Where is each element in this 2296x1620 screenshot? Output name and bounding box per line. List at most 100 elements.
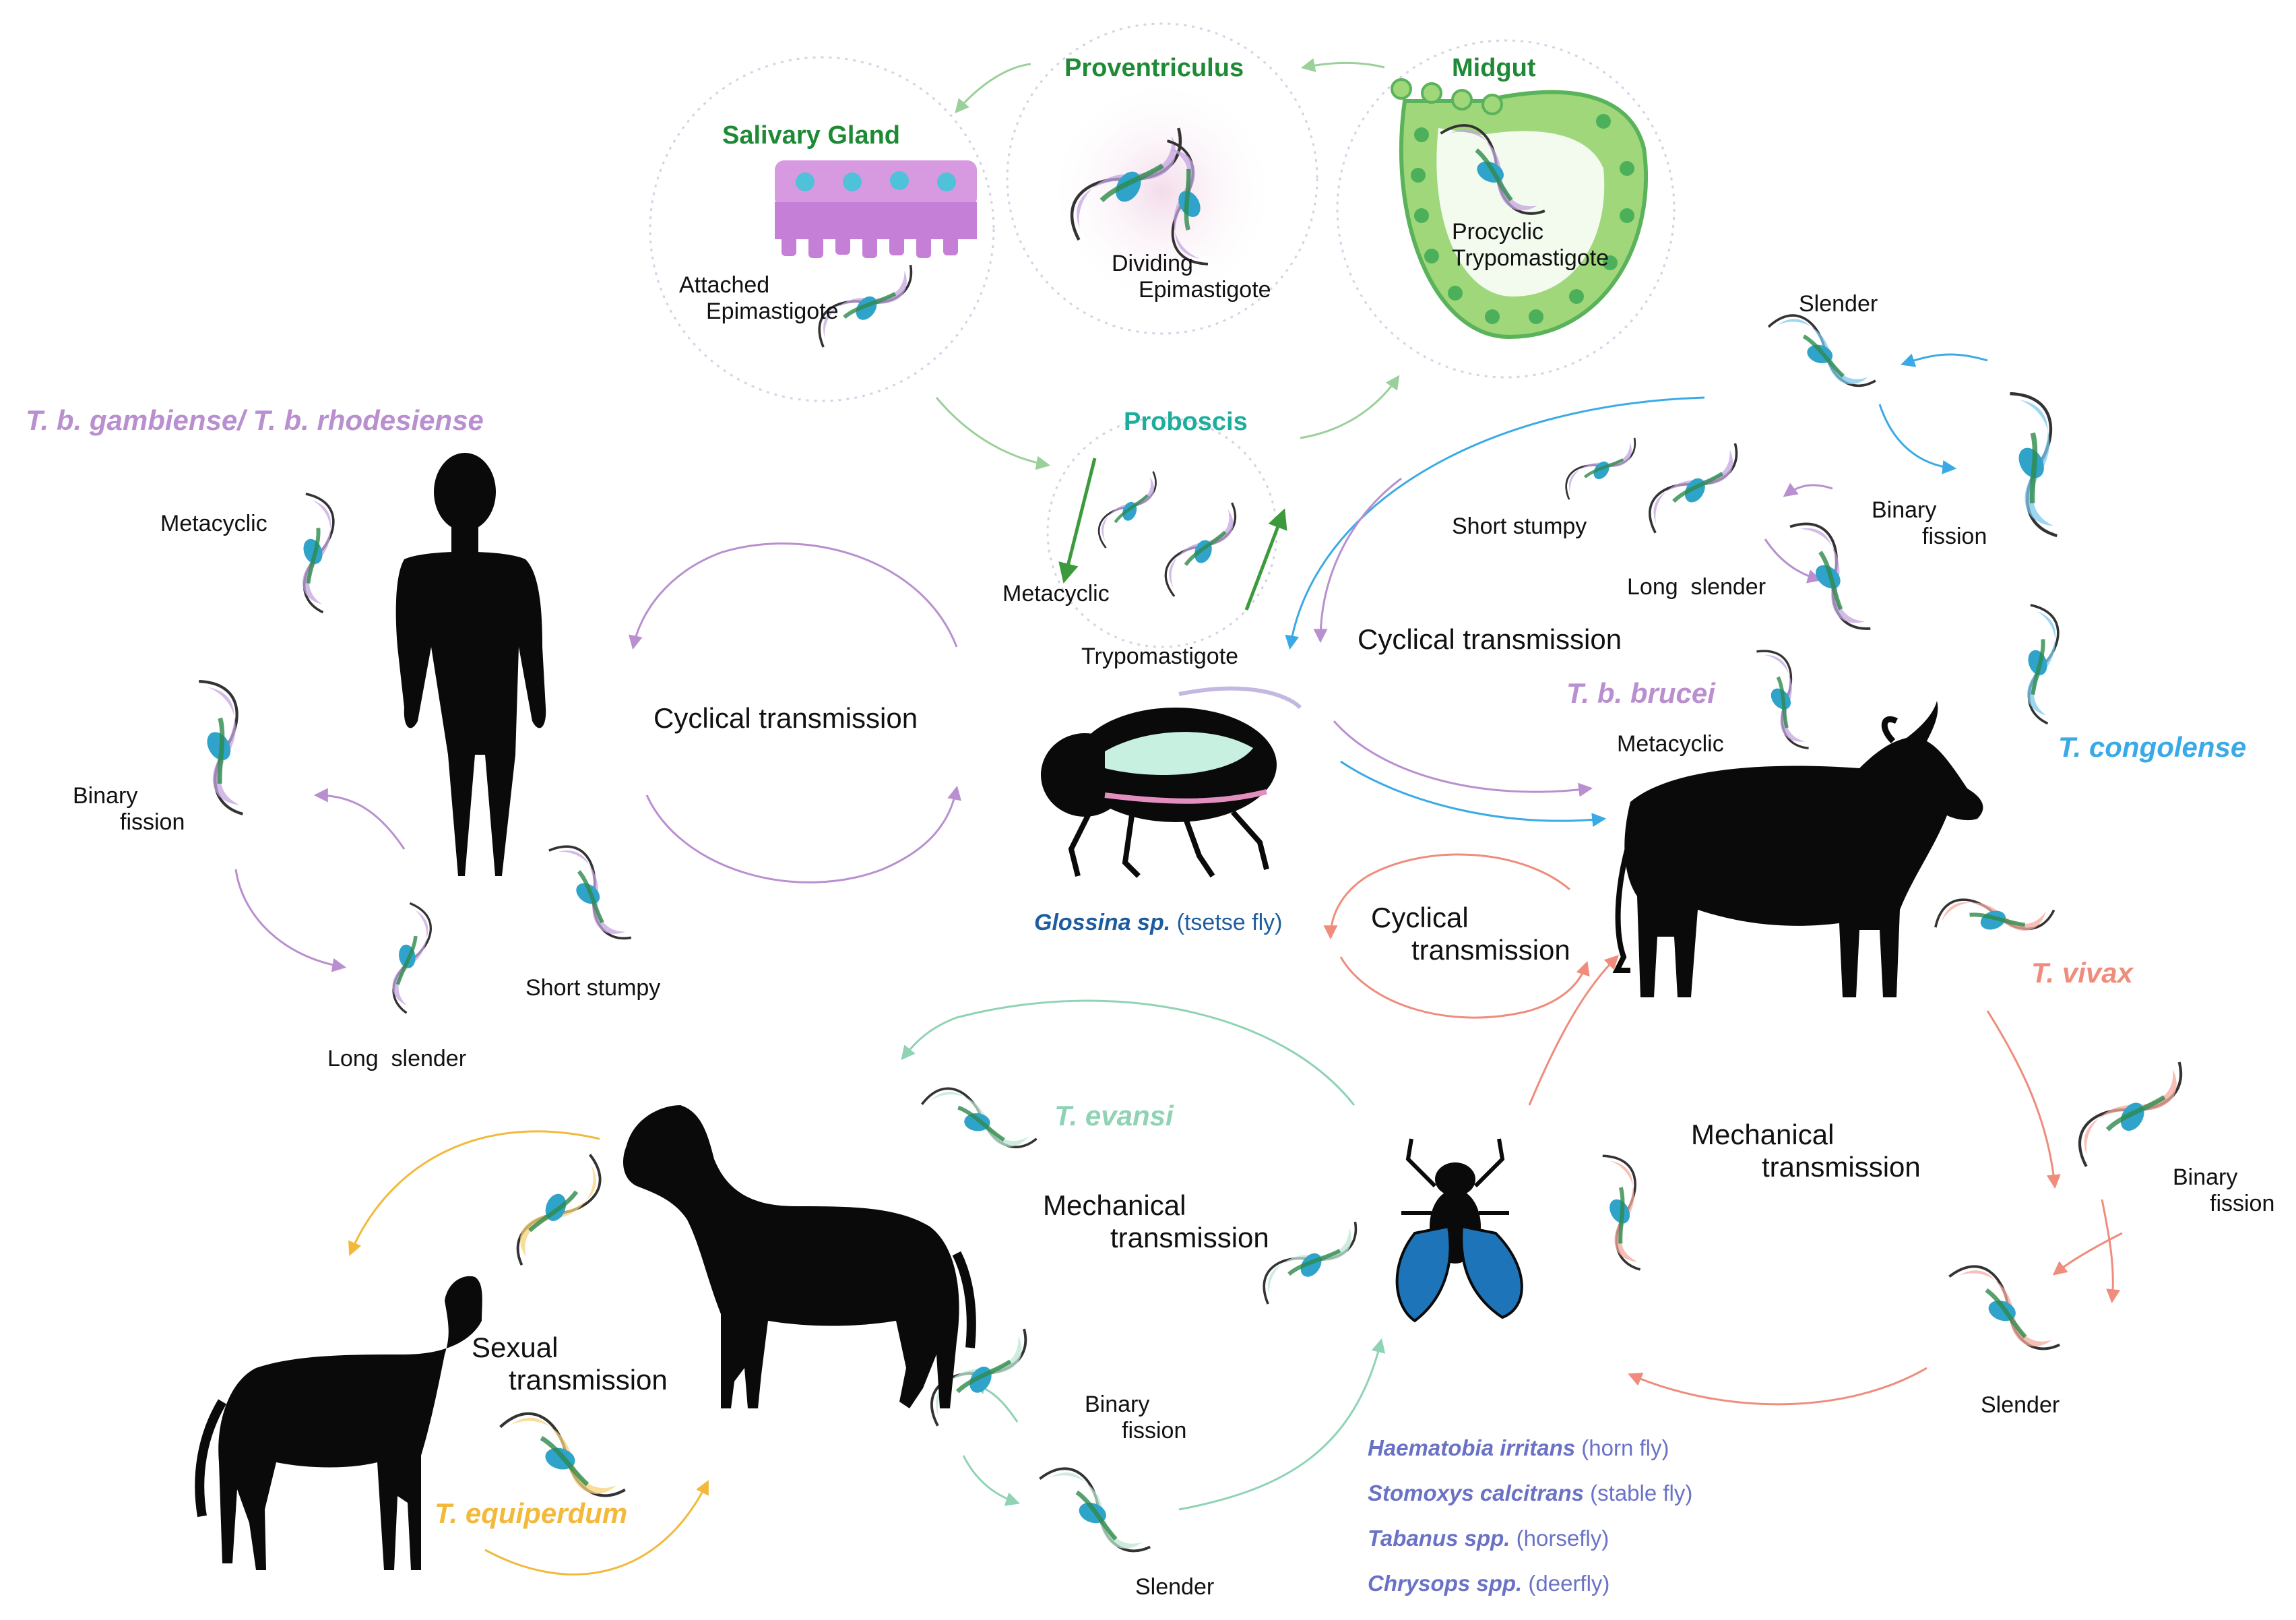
stage-line: Binary <box>1872 497 1937 523</box>
stage-line: Procyclic <box>1452 219 1544 245</box>
human-silhouette-icon <box>395 453 546 876</box>
horse-silhouette-icon <box>623 1105 976 1408</box>
glossina-common: (tsetse fly) <box>1176 910 1283 935</box>
trypanosome-icon <box>1640 423 1744 551</box>
trypanosome-icon <box>379 900 445 1015</box>
vector-name: Chrysops spp. <box>1368 1571 1523 1596</box>
transmission-line: Cyclical <box>1371 902 1469 933</box>
vector-name: Stomoxys calcitrans <box>1368 1481 1584 1505</box>
transmission-label-mechanical-evansi: Mechanical transmission <box>1043 1189 1269 1255</box>
trypanosome-icon <box>511 1142 608 1280</box>
stage-line: fission <box>1922 524 1987 550</box>
equiperdum-sexual-arrows <box>348 1130 709 1576</box>
vector-name: Tabanus spp. <box>1368 1526 1510 1551</box>
trypanosome-icon <box>2068 1037 2190 1187</box>
transmission-line: transmission <box>1411 934 1570 966</box>
vector-name: Haematobia irritans <box>1368 1435 1576 1460</box>
stage-line: Trypomastigote <box>1452 245 1609 272</box>
trypanosome-icon <box>529 836 656 946</box>
trypanosome-icon <box>1760 309 1886 391</box>
stage-label-vivax-slender: Slender <box>1981 1392 2060 1418</box>
vivax-cyclical-circle <box>1323 853 1590 1019</box>
vector-item: Tabanus spp. (horsefly) <box>1368 1526 1609 1551</box>
transmission-label-sexual: Sexual transmission <box>472 1332 668 1397</box>
transmission-line: transmission <box>1762 1151 1921 1183</box>
salivary-gland-circle <box>649 56 995 402</box>
vector-item: Stomoxys calcitrans (stable fly) <box>1368 1481 1692 1506</box>
vector-common: (horsefly) <box>1516 1526 1609 1551</box>
species-label-vivax: T. vivax <box>2031 957 2133 989</box>
stage-label-proboscis-trypomastigote: Trypomastigote <box>1081 644 1239 669</box>
transmission-line: Mechanical <box>1691 1119 1835 1150</box>
organ-label-salivary-gland: Salivary Gland <box>722 121 901 150</box>
organ-label-proboscis: Proboscis <box>1124 408 1248 436</box>
stage-label-vivax-binary-fission: Binary fission <box>2173 1164 2274 1217</box>
species-label-evansi: T. evansi <box>1054 1100 1174 1131</box>
stage-label-attached-epimastigote: Attached Epimastigote <box>679 272 839 325</box>
transmission-label-cyclical-human: Cyclical transmission <box>653 702 918 734</box>
transmission-label-mechanical-vivax: Mechanical transmission <box>1691 1119 1921 1184</box>
organ-label-midgut: Midgut <box>1452 54 1536 82</box>
midgut-circle <box>1336 39 1676 379</box>
stage-line: Attached <box>679 272 770 298</box>
proventriculus-circle <box>1006 22 1318 335</box>
stage-label-evansi-slender: Slender <box>1135 1574 1215 1600</box>
human-parasite-arrows <box>234 788 406 972</box>
species-label-brucei: T. b. brucei <box>1566 677 1715 709</box>
vector-item: Chrysops spp. (deerfly) <box>1368 1571 1609 1596</box>
stage-label-cattle-slender: Slender <box>1799 291 1878 317</box>
vector-common: (deerfly) <box>1528 1571 1610 1596</box>
transmission-line: transmission <box>1110 1222 1269 1254</box>
salivary-gland-cells-icon <box>775 160 977 258</box>
trypanosome-icon <box>1732 641 1839 754</box>
trypanosome-icon <box>273 488 362 616</box>
vector-item: Haematobia irritans (horn fly) <box>1368 1435 1669 1461</box>
stage-label-human-binary-fission: Binary fission <box>73 783 185 836</box>
stage-label-cattle-binary-fission: Binary fission <box>1872 497 1987 550</box>
trypanosome-icon <box>1572 1147 1677 1275</box>
stage-label-cattle-long-slender: Long slender <box>1627 574 1766 600</box>
stage-label-human-short-stumpy: Short stumpy <box>525 975 661 1001</box>
glossina-label: Glossina sp. (tsetse fly) <box>1034 910 1282 936</box>
vivax-mechanical-arrows <box>1528 955 2123 1406</box>
species-label-equiperdum: T. equiperdum <box>435 1497 628 1529</box>
stage-line: fission <box>1122 1418 1187 1444</box>
blue-fly-icon <box>1395 1138 1523 1323</box>
stage-line: Binary <box>73 783 138 809</box>
cattle-silhouette-icon <box>1612 701 1983 997</box>
organ-label-proventriculus: Proventriculus <box>1064 54 1244 82</box>
stage-label-evansi-binary-fission: Binary fission <box>1085 1392 1186 1444</box>
stage-line: fission <box>120 809 185 836</box>
stage-line: Epimastigote <box>1139 277 1271 303</box>
stage-label-cattle-metacyclic: Metacyclic <box>1617 731 1724 757</box>
trypanosome-icon <box>1973 382 2103 542</box>
vector-common: (stable fly) <box>1590 1481 1693 1505</box>
stage-label-procyclic-trypomastigote: Procyclic Trypomastigote <box>1452 219 1609 272</box>
trypanosome-icon <box>490 1406 638 1501</box>
glossina-name: Glossina sp. <box>1034 910 1171 935</box>
trypanosome-icon <box>1930 870 2058 960</box>
foal-silhouette-icon <box>195 1276 482 1570</box>
transmission-label-cyclical-cattle: Cyclical transmission <box>1358 623 1622 655</box>
stage-line: fission <box>2210 1191 2275 1217</box>
trypanosome-icon <box>919 1086 1040 1149</box>
species-label-congolense: T. congolense <box>2058 731 2247 763</box>
stage-label-human-metacyclic: Metacyclic <box>160 511 267 536</box>
tsetse-fly-icon <box>1041 686 1302 878</box>
vector-cycle-arrows <box>935 58 1400 470</box>
transmission-line: Mechanical <box>1043 1189 1186 1221</box>
trypanosome-icon <box>1027 1460 1166 1557</box>
stage-line: Epimastigote <box>706 299 839 325</box>
transmission-label-cyclical-vivax: Cyclical transmission <box>1371 902 1570 967</box>
stage-label-dividing-epimastigote: Dividing Epimastigote <box>1112 251 1271 303</box>
species-label-gambiense: T. b. gambiense/ T. b. rhodesiense <box>26 404 484 436</box>
transmission-line: transmission <box>509 1364 668 1396</box>
transmission-line: Sexual <box>472 1332 559 1363</box>
stage-label-human-long-slender: Long slender <box>327 1046 467 1071</box>
stage-line: Binary <box>1085 1392 1150 1417</box>
human-cyclical-circle <box>629 542 961 883</box>
vector-common: (horn fly) <box>1581 1435 1669 1460</box>
cattle-cyclical-arrows <box>1285 353 1988 828</box>
